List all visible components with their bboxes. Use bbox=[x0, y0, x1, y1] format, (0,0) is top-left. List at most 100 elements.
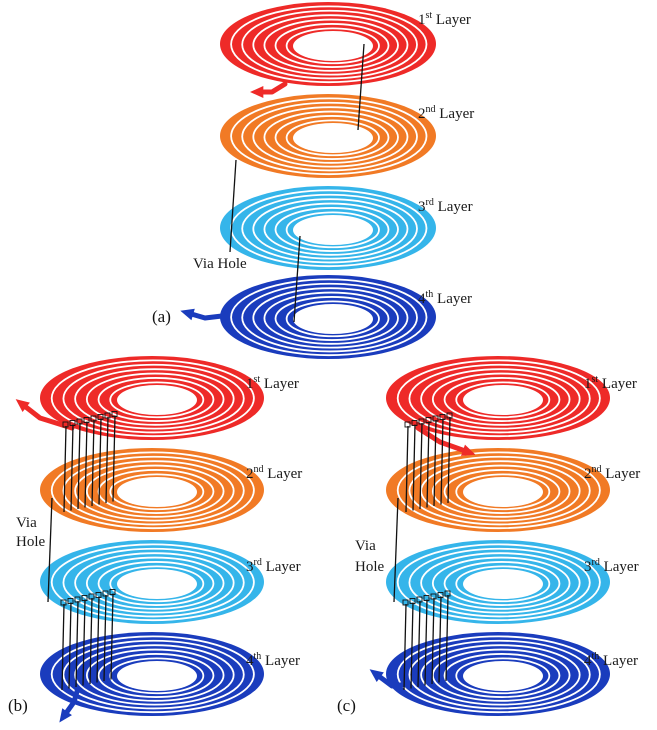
panel-a-layer3-label: 3rd Layer bbox=[418, 197, 473, 215]
panel-a-layer1-coil-gap-2 bbox=[241, 9, 418, 80]
panel-b-via-b-4 bbox=[82, 599, 86, 686]
panel-c-layer1-coil-gap-4 bbox=[431, 372, 571, 426]
panel-b-via-pad-lower-1 bbox=[60, 599, 67, 606]
panel-b-via-pad-4 bbox=[83, 417, 90, 423]
panel-b-via-b-1 bbox=[61, 603, 65, 691]
panel-b-layer1-coil-center-hole bbox=[117, 385, 197, 415]
panel-b-via-pad-lower-6 bbox=[95, 592, 102, 598]
panel-b-via-a-4 bbox=[84, 421, 88, 508]
panel-b-vias bbox=[47, 411, 118, 691]
panel-a-layer4-coil-center-hole bbox=[293, 304, 373, 334]
panel-b-via-a-3 bbox=[77, 422, 81, 510]
panel-b-via-b-8 bbox=[110, 593, 114, 680]
panel-b-via-pad-lower-4 bbox=[81, 595, 88, 601]
panel-c-via-a-5 bbox=[433, 419, 437, 507]
panel-a-layer1-label: 1st Layer bbox=[418, 10, 471, 28]
panel-c-layer4-coil-gap-3 bbox=[420, 644, 581, 706]
panel-c-layer2-coil-center-hole bbox=[463, 477, 543, 507]
panel-b-via-pad-8 bbox=[111, 411, 118, 417]
panel-b-output-lead bbox=[59, 685, 81, 723]
panel-c-via-a-1 bbox=[405, 425, 409, 513]
panel-c-coils bbox=[369, 356, 610, 716]
panel-c-output-lead bbox=[369, 669, 411, 689]
panel-c-layer2-coil-gap-3 bbox=[420, 460, 581, 522]
panel-c-via-b-2 bbox=[410, 602, 414, 689]
panel-c-layer4-coil-gap-6 bbox=[455, 657, 551, 695]
panel-c-via-pad-lower-7 bbox=[444, 590, 451, 597]
panel-c-layer1-label: 1st Layer bbox=[584, 374, 637, 392]
panel-c-vias bbox=[393, 412, 453, 691]
panel-b-layer4-coil-gap-2 bbox=[62, 639, 245, 710]
panel-c-via-pad-4 bbox=[425, 417, 432, 423]
panel-a-layer3-coil-center-hole bbox=[293, 215, 373, 245]
panel-c-via-pad-lower-2 bbox=[409, 598, 416, 604]
panel-b-via-a-1 bbox=[63, 425, 67, 513]
panel-b-via-b-3 bbox=[75, 600, 79, 688]
panel-b-via-b-2 bbox=[68, 602, 72, 689]
panel-b-layer4-coil-gap-5 bbox=[97, 653, 215, 698]
panel-c-via-a-6 bbox=[440, 418, 444, 505]
panel-b-layer4-coil bbox=[40, 632, 264, 716]
panel-a-layer2-label: 2nd Layer bbox=[418, 104, 474, 122]
panel-b-layer2-coil-gap-4 bbox=[85, 464, 225, 518]
panel-c-layer2-coil-gap-6 bbox=[455, 473, 551, 511]
panel-b-layer3-coil bbox=[40, 540, 264, 624]
panel-c-via-pad-1 bbox=[404, 421, 411, 428]
panel-b-via-a-6 bbox=[98, 418, 102, 505]
panel-c-layer2-label: 2nd Layer bbox=[584, 464, 640, 482]
panel-c-via-b-6 bbox=[438, 596, 442, 683]
panel-b-via-pad-lower-7 bbox=[102, 590, 109, 597]
panel-c-label: (c) bbox=[337, 696, 356, 715]
panel-b-layer2-coil-gap-1 bbox=[50, 451, 255, 530]
panel-c-layer2-coil-gap-2 bbox=[408, 455, 591, 526]
panel-a-via-1-2 bbox=[357, 43, 365, 131]
panel-a-layer1-coil-gap-5 bbox=[274, 23, 390, 68]
panel-c-layer2-coil-gap-4 bbox=[431, 464, 571, 518]
panel-a-via-2-3 bbox=[229, 159, 237, 253]
panel-b-via-a-8 bbox=[112, 415, 116, 502]
panel-c-layer3-coil-gap-2 bbox=[408, 547, 591, 618]
panel-a-via-hole-label: Via Hole bbox=[193, 256, 247, 272]
panel-c-layer4-coil-center-hole bbox=[463, 661, 543, 691]
panel-c-layer1-coil-center-hole bbox=[463, 385, 543, 415]
panel-b-layer3-coil-gap-6 bbox=[109, 565, 205, 603]
panel-c-via-a-3 bbox=[419, 422, 423, 510]
panel-a-layer2-coil-gap-5 bbox=[274, 115, 390, 160]
panel-a-layer2-coil-gap-6 bbox=[285, 119, 380, 157]
panel-c-layer1-coil-gap-3 bbox=[420, 368, 581, 430]
panel-a-layer4-coil-gap-5 bbox=[274, 296, 390, 341]
panel-c-hole-label: Hole bbox=[355, 559, 385, 575]
panel-c-layer3-coil-gap-6 bbox=[455, 565, 551, 603]
panel-c-layer2-coil-gap-5 bbox=[443, 469, 561, 514]
panel-b-layer2-coil-gap-5 bbox=[97, 469, 215, 514]
panel-c-layer4-label: 4th Layer bbox=[584, 651, 638, 669]
panel-b-layer3-label: 3rd Layer bbox=[246, 557, 301, 575]
panel-b-via-pad-1 bbox=[62, 421, 69, 428]
panel-a-layer1-coil-gap-3 bbox=[252, 14, 409, 76]
panel-b-layer2-coil-center-hole bbox=[117, 477, 197, 507]
panel-c-layer1-coil-gap-1 bbox=[396, 359, 601, 438]
panel-a-layer4-coil bbox=[220, 275, 436, 359]
panel-b-via-a-2 bbox=[70, 424, 74, 511]
panel-c-layer4-coil-gap-2 bbox=[408, 639, 591, 710]
panel-b-hole-label: Hole bbox=[16, 534, 46, 550]
panel-a-coils bbox=[180, 2, 436, 359]
panel-b-coils bbox=[15, 356, 264, 723]
panel-a-input-lead bbox=[250, 81, 288, 98]
panel-c-layer3-coil-gap-5 bbox=[443, 561, 561, 606]
panel-c-via-pad-lower-5 bbox=[430, 593, 437, 600]
panel-a-layer3-coil-gap-4 bbox=[263, 202, 399, 256]
panel-b-layer4-coil-gap-6 bbox=[109, 657, 205, 695]
panel-a-output-lead bbox=[180, 308, 225, 321]
panel-a-layer4-coil-gap-4 bbox=[263, 291, 399, 345]
panel-a-layer3-coil bbox=[220, 186, 436, 270]
panel-b-via-pad-lower-8 bbox=[109, 589, 116, 595]
panel-c-via-b-7 bbox=[445, 594, 449, 682]
panel-b-layer4-label: 4th Layer bbox=[246, 651, 300, 669]
panel-a-layer1-coil-center-hole bbox=[293, 31, 373, 61]
panel-b-via-a-7 bbox=[105, 416, 109, 504]
panel-a-layer2-coil-gap-4 bbox=[263, 110, 399, 164]
panel-a-layer1-coil-gap-6 bbox=[285, 27, 380, 65]
panel-a-layer2-coil-gap-2 bbox=[241, 101, 418, 172]
